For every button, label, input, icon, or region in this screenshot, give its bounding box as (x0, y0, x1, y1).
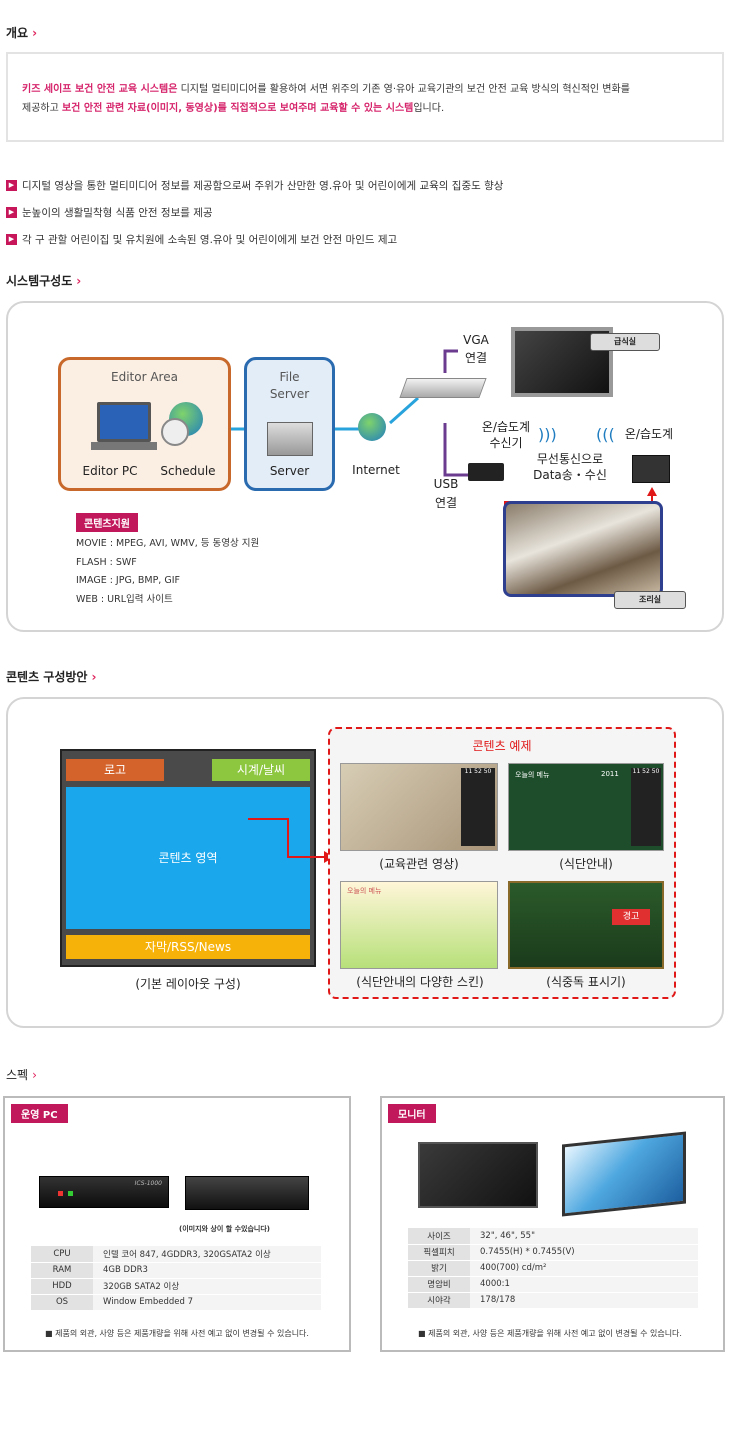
bullet-arrow-icon: ▶ (6, 234, 17, 245)
spec-monitor-label: 모니터 (388, 1104, 436, 1123)
overview-box: 키즈 세이프 보건 안전 교육 시스템은 디지털 멀티미디어를 활용하여 서면 … (6, 52, 724, 142)
contents-title: 콘텐츠 구성방안› (6, 670, 97, 684)
bullet-arrow-icon: ▶ (6, 207, 17, 218)
thumb-menu: 오늘의 메뉴 2011 11 52 50 (508, 763, 664, 851)
overview-text-3: 입니다. (413, 103, 445, 114)
kitchen-photo (503, 501, 663, 597)
list-item: ▶각 구 관할 어린이집 및 유치원에 소속된 영.유아 및 어린이에게 보건 … (6, 226, 503, 253)
caption-education-video: (교육관련 영상) (379, 857, 459, 871)
laptop-icon (97, 402, 151, 442)
content-support-label: 콘텐츠지원 (76, 513, 138, 532)
overview-title: 개요› (6, 26, 38, 40)
thermometer-device-icon (632, 455, 670, 483)
content-support-list: MOVIE : MPEG, AVI, WMV, 등 동영상 지원 FLASH :… (76, 538, 260, 605)
thumb-menu-skin: 오늘의 메뉴 (340, 881, 498, 969)
wireless-signal-icon: ))) (538, 425, 557, 444)
file-server-box: File Server Server (244, 357, 335, 491)
pc-image-caption: (이미지와 상이 할 수있습니다) (179, 1225, 270, 1233)
chevron-right-icon: › (76, 274, 82, 288)
chevron-right-icon: › (32, 26, 38, 40)
example-title: 콘텐츠 예제 (472, 739, 532, 753)
feature-list: ▶디지털 영상을 통한 멀티미디어 정보를 제공함으로써 주위가 산만한 영.유… (6, 172, 503, 253)
thumb-education-video: 11 52 50 (340, 763, 498, 851)
internet-globe-icon (358, 413, 386, 441)
layout-caption: (기본 레이아웃 구성) (135, 977, 241, 991)
clock-icon (161, 418, 189, 446)
system-title: 시스템구성도› (6, 274, 82, 288)
receiver-device-icon (468, 463, 504, 481)
example-box: 콘텐츠 예제 11 52 50 (교육관련 영상) 오늘의 메뉴 2011 11… (328, 727, 676, 999)
layout-screen: 로고 시계/날씨 콘텐츠 영역 자막/RSS/News (60, 749, 316, 967)
spec-monitor-note: ■ 제품의 외관, 사양 등은 제품개량을 위해 사전 예고 없이 변경될 수 … (418, 1329, 682, 1338)
layout-logo-area: 로고 (66, 759, 164, 781)
server-icon (267, 422, 313, 456)
list-item: ▶디지털 영상을 통한 멀티미디어 정보를 제공함으로써 주위가 산만한 영.유… (6, 172, 503, 199)
caption-food-poisoning: (식중독 표시기) (546, 975, 626, 989)
wireless-signal-icon: ((( (596, 425, 615, 444)
pc-front-image: ICS-1000 (39, 1176, 169, 1208)
room-tag-kitchen: 조리실 (614, 591, 686, 609)
caption-menu-skin: (식단안내의 다양한 스킨) (356, 975, 484, 989)
spec-title: 스펙› (6, 1068, 37, 1082)
caption-menu: (식단안내) (559, 857, 613, 871)
layout-ticker-area: 자막/RSS/News (66, 935, 310, 959)
spec-pc-note: ■ 제품의 외관, 사양 등은 제품개량을 위해 사전 예고 없이 변경될 수 … (45, 1329, 309, 1338)
layout-clock-area: 시계/날씨 (212, 759, 310, 781)
pc-back-image (185, 1176, 309, 1210)
list-item: ▶눈높이의 생활밀착형 식품 안전 정보를 제공 (6, 199, 503, 226)
overview-highlight-1: 키즈 세이프 보건 안전 교육 시스템은 (22, 84, 178, 95)
layout-content-area: 콘텐츠 영역 (66, 787, 310, 929)
thumb-food-poisoning: 경고 (508, 881, 664, 969)
bullet-arrow-icon: ▶ (6, 180, 17, 191)
editor-area-box: Editor Area Editor PC Schedule (58, 357, 231, 491)
room-tag-cafeteria: 급식실 (590, 333, 660, 351)
status-led-icon (68, 1191, 73, 1196)
laptop-base-icon (91, 442, 157, 450)
overview-text-1: 디지털 멀티미디어를 활용하여 서면 위주의 기존 영·유아 교육기관의 보건 … (177, 84, 630, 95)
chevron-right-icon: › (91, 670, 97, 684)
pointer-arrow-icon (248, 818, 334, 863)
spec-pc-label: 운영 PC (11, 1104, 68, 1123)
media-player-icon (399, 378, 487, 398)
contents-panel: 로고 시계/날씨 콘텐츠 영역 자막/RSS/News (기본 레이아웃 구성)… (6, 697, 724, 1028)
overview-text-2: 제공하고 (22, 103, 62, 114)
chevron-right-icon: › (32, 1068, 37, 1082)
overview-highlight-2: 보건 안전 관련 자료(이미지, 동영상)를 직접적으로 보여주며 교육할 수 … (61, 103, 414, 114)
power-led-icon (58, 1191, 63, 1196)
monitor-black-image (418, 1142, 538, 1208)
monitor-display-image (562, 1131, 686, 1217)
system-diagram-panel: Editor Area Editor PC Schedule File Serv… (6, 301, 724, 632)
